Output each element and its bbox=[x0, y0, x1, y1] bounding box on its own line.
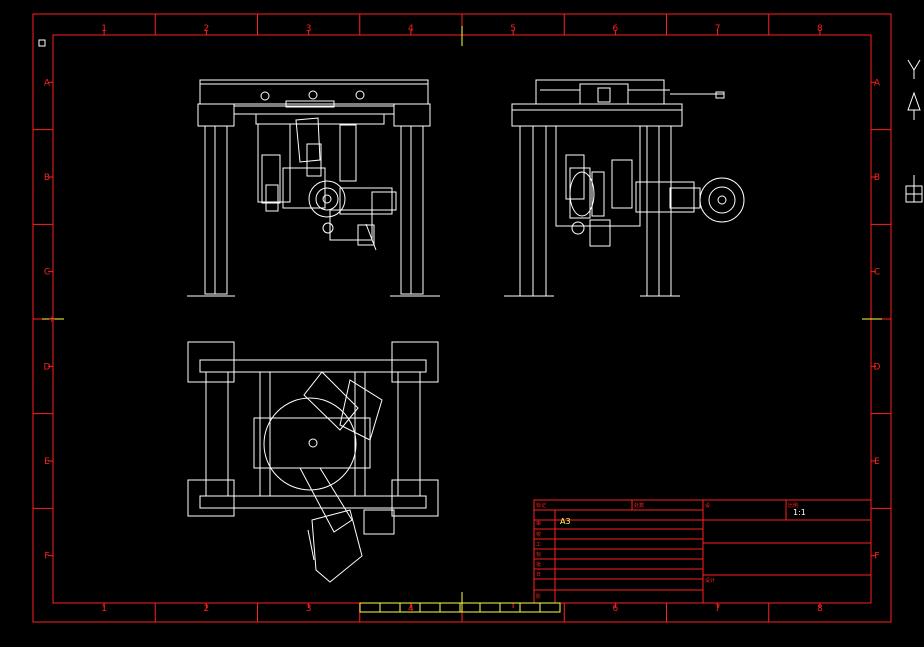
zone-column-label: 4 bbox=[408, 24, 414, 34]
center-mark-label-left: + bbox=[48, 315, 56, 325]
zone-column-label: 4 bbox=[408, 604, 414, 614]
centering-marks bbox=[42, 26, 882, 612]
zone-column-label: 7 bbox=[715, 24, 721, 34]
zone-column-label: 1 bbox=[101, 24, 107, 34]
scale-bar-segment bbox=[519, 602, 541, 613]
zone-row-label: B bbox=[44, 173, 50, 183]
corner-marker bbox=[38, 39, 46, 47]
zone-row-label: F bbox=[874, 552, 879, 562]
top-view[interactable] bbox=[187, 341, 439, 583]
zone-column-label: 6 bbox=[613, 604, 619, 614]
tb-cell-label-4: 比例 bbox=[788, 502, 798, 509]
zone-row-label: E bbox=[44, 457, 50, 467]
zone-row-label: B bbox=[874, 173, 880, 183]
scale-value: 1:1 bbox=[793, 508, 806, 517]
tb-cell-label-5: 设计 bbox=[705, 577, 715, 584]
zone-row-label: C bbox=[874, 268, 880, 278]
scale-bar bbox=[359, 602, 561, 613]
grid-symbol-icon bbox=[905, 175, 923, 203]
zone-column-label: 6 bbox=[613, 24, 619, 34]
inner-frame bbox=[52, 34, 872, 604]
tb-row-label: 日 bbox=[536, 572, 541, 578]
tb-row-label: 阶 bbox=[536, 593, 541, 600]
scale-bar-segment bbox=[539, 602, 561, 613]
zone-column-label: 3 bbox=[306, 604, 312, 614]
zone-column-label: 5 bbox=[510, 24, 516, 34]
tb-cell-label-3: 设 bbox=[705, 502, 710, 509]
scale-bar-segment bbox=[419, 602, 441, 613]
tb-cell-label-2: 处数 bbox=[634, 502, 644, 509]
zone-row-label: A bbox=[44, 78, 51, 88]
scale-bar-segment bbox=[359, 602, 381, 613]
scale-bar-segment bbox=[459, 602, 481, 613]
zone-column-label: 7 bbox=[715, 604, 721, 614]
side-view[interactable] bbox=[504, 79, 745, 297]
title-block bbox=[533, 499, 872, 604]
zone-column-label: 8 bbox=[817, 24, 823, 34]
zone-row-label: D bbox=[44, 362, 51, 372]
projection-symbol-icon bbox=[907, 59, 921, 79]
title-block-text: 标记 处数 设 比例 A3 1:1 审 校 工 标 批 日 阶 设计 bbox=[536, 502, 806, 600]
zone-ticks bbox=[33, 14, 891, 622]
zone-column-label: 2 bbox=[204, 24, 210, 34]
tb-row-label: 标 bbox=[536, 551, 541, 558]
zone-row-label: F bbox=[44, 552, 49, 562]
zone-column-label: 2 bbox=[204, 604, 210, 614]
tb-cell-label-1: 标记 bbox=[536, 502, 546, 509]
zone-column-label: 3 bbox=[306, 24, 312, 34]
tb-row-label: 审 bbox=[536, 520, 541, 527]
zone-column-label: 8 bbox=[817, 604, 823, 614]
tb-row-label: 批 bbox=[536, 561, 541, 568]
front-view[interactable] bbox=[187, 79, 440, 297]
outer-frame bbox=[32, 13, 892, 623]
scale-bar-segment bbox=[439, 602, 461, 613]
zone-row-label: E bbox=[874, 457, 880, 467]
scale-bar-segment bbox=[379, 602, 401, 613]
zone-column-label: 1 bbox=[101, 604, 107, 614]
tb-row-label: 工 bbox=[536, 542, 541, 548]
zone-row-label: A bbox=[874, 78, 881, 88]
scale-bar-segment bbox=[499, 602, 521, 613]
sheet-size-value: A3 bbox=[560, 517, 571, 526]
zone-row-label: C bbox=[44, 268, 50, 278]
triangle-marker-icon bbox=[907, 91, 921, 120]
zone-row-label: D bbox=[874, 362, 881, 372]
scale-bar-segment bbox=[479, 602, 501, 613]
tb-row-label: 校 bbox=[536, 531, 541, 538]
